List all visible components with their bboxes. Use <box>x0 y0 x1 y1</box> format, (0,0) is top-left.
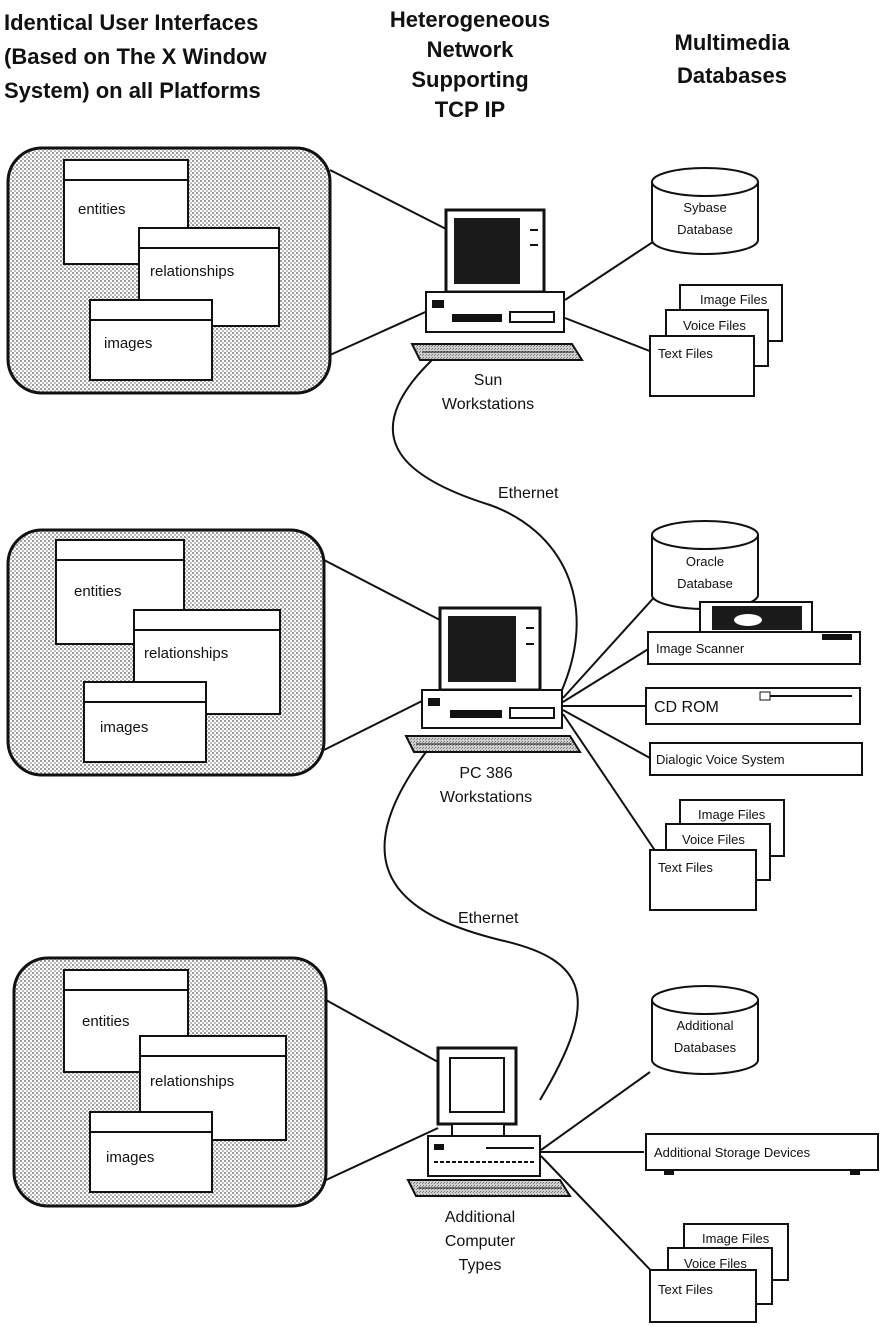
device-label: Image Scanner <box>656 641 745 656</box>
header-right-line-2: Databases <box>677 63 787 88</box>
window-images <box>89 1111 213 1193</box>
file-label: Image Files <box>698 807 766 822</box>
header-middle-line-1: Heterogeneous <box>390 7 550 32</box>
database-label: Sybase <box>683 200 726 215</box>
file-stack: Image Files Voice Files Text Files <box>649 1223 789 1323</box>
header-left-line-2: (Based on The X Window <box>4 44 267 69</box>
window-title: entities <box>74 583 122 600</box>
database-label: Additional <box>676 1018 733 1033</box>
computer-icon <box>406 1046 572 1197</box>
file-label: Voice Files <box>683 318 746 333</box>
database-cylinder: Sybase Database <box>651 167 759 255</box>
database-cylinder: Oracle Database <box>651 520 759 610</box>
computer-icon <box>404 606 582 753</box>
header-middle: Heterogeneous Network Supporting TCP IP <box>390 7 550 122</box>
window-images <box>89 299 213 381</box>
header-middle-line-3: Supporting <box>411 67 528 92</box>
computer-label: Sun <box>474 372 502 389</box>
window-title: entities <box>78 201 126 218</box>
file-stack: Image Files Voice Files Text Files <box>649 799 785 911</box>
window-title: images <box>104 335 152 352</box>
window-title: images <box>100 719 148 736</box>
window-title: relationships <box>144 645 228 662</box>
device-additional-storage: Additional Storage Devices <box>645 1133 879 1175</box>
file-label: Image Files <box>700 292 768 307</box>
file-label: Image Files <box>702 1231 770 1246</box>
file-label: Voice Files <box>682 832 745 847</box>
ui-panel-3: entities relationships images <box>12 956 328 1208</box>
ethernet-label-1: Ethernet <box>498 485 559 502</box>
computer-label: Computer <box>445 1233 516 1250</box>
header-left: Identical User Interfaces (Based on The … <box>4 10 267 103</box>
computer-icon <box>410 208 584 361</box>
header-right-line-1: Multimedia <box>675 30 791 55</box>
database-label: Oracle <box>686 554 724 569</box>
header-middle-line-4: TCP IP <box>435 97 506 122</box>
window-title: relationships <box>150 263 234 280</box>
database-label: Database <box>677 222 733 237</box>
header-left-line-3: System) on all Platforms <box>4 78 261 103</box>
ui-panel-2: entities relationships images <box>6 528 326 777</box>
device-cd-rom: CD ROM <box>645 687 861 725</box>
header-right: Multimedia Databases <box>675 30 791 88</box>
header-middle-line-2: Network <box>427 37 515 62</box>
ui-panel-1: entities relationships images <box>6 146 332 395</box>
computer-label: Additional <box>445 1209 515 1226</box>
database-cylinder: Additional Databases <box>651 985 759 1075</box>
ethernet-cable-1 <box>391 359 578 691</box>
device-label: CD ROM <box>654 699 719 716</box>
database-label: Database <box>677 576 733 591</box>
window-title: images <box>106 1149 154 1166</box>
ethernet-cable-2 <box>383 751 579 1101</box>
file-label: Text Files <box>658 860 713 875</box>
window-images <box>83 681 207 763</box>
file-stack: Image Files Voice Files Text Files <box>649 284 783 397</box>
header-left-line-1: Identical User Interfaces <box>4 10 258 35</box>
database-label: Databases <box>674 1040 737 1055</box>
window-title: entities <box>82 1013 130 1030</box>
computer-label: Workstations <box>442 396 534 413</box>
file-label: Text Files <box>658 1282 713 1297</box>
ethernet-label-2: Ethernet <box>458 910 519 927</box>
computer-label: PC 386 <box>459 765 512 782</box>
computer-label: Workstations <box>440 789 532 806</box>
device-image-scanner: Image Scanner <box>647 601 861 665</box>
device-dialogic-voice: Dialogic Voice System <box>649 742 863 776</box>
file-label: Voice Files <box>684 1256 747 1271</box>
computer-label: Types <box>459 1257 502 1274</box>
file-label: Text Files <box>658 346 713 361</box>
device-label: Dialogic Voice System <box>656 752 785 767</box>
device-label: Additional Storage Devices <box>654 1145 811 1160</box>
window-title: relationships <box>150 1073 234 1090</box>
